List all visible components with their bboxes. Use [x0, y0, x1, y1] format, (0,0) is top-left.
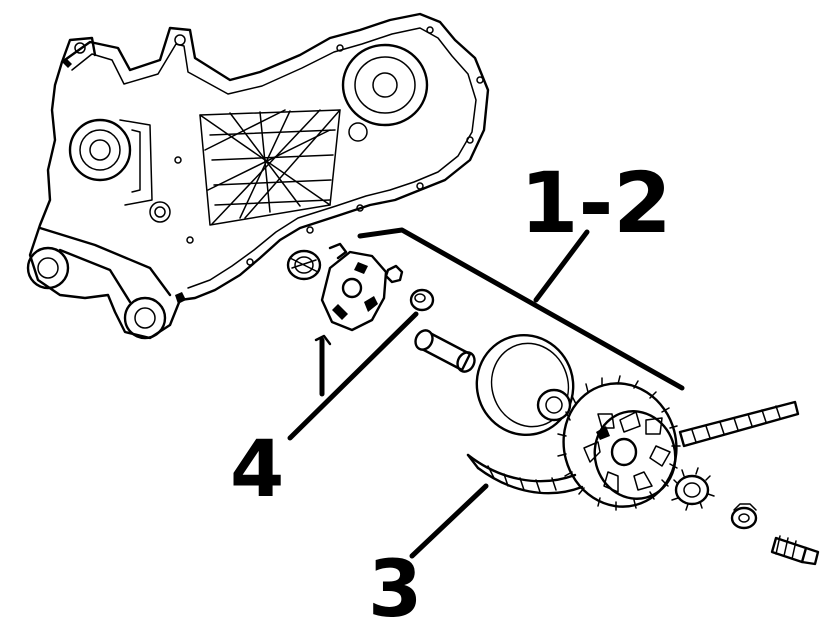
engine-crankcase — [26, 12, 490, 340]
leader-4-a — [287, 311, 419, 441]
leader-1-2-stem — [533, 229, 590, 303]
starter-clip — [328, 242, 348, 260]
callout-4: 4 — [230, 425, 284, 515]
toothed-belt — [678, 400, 800, 448]
needle-bearing — [286, 249, 322, 281]
callout-3: 3 — [368, 545, 422, 624]
leader-lines — [287, 227, 685, 559]
variator-back-plate — [320, 250, 388, 332]
spacer-bushing — [409, 288, 435, 312]
leader-1-2 — [357, 227, 685, 391]
callout-1-2: 1-2 — [520, 154, 672, 252]
pinion-shaft — [770, 535, 820, 566]
nut-small — [384, 264, 404, 284]
leader-3 — [409, 483, 489, 559]
starter-gear — [671, 467, 715, 511]
shim-washer — [314, 334, 332, 346]
drive-belt — [466, 453, 584, 495]
flange-nut — [730, 503, 758, 530]
variator-sleeve — [414, 329, 476, 373]
variator-roller-housing — [557, 375, 681, 511]
fixed-pulley-half — [475, 333, 575, 437]
